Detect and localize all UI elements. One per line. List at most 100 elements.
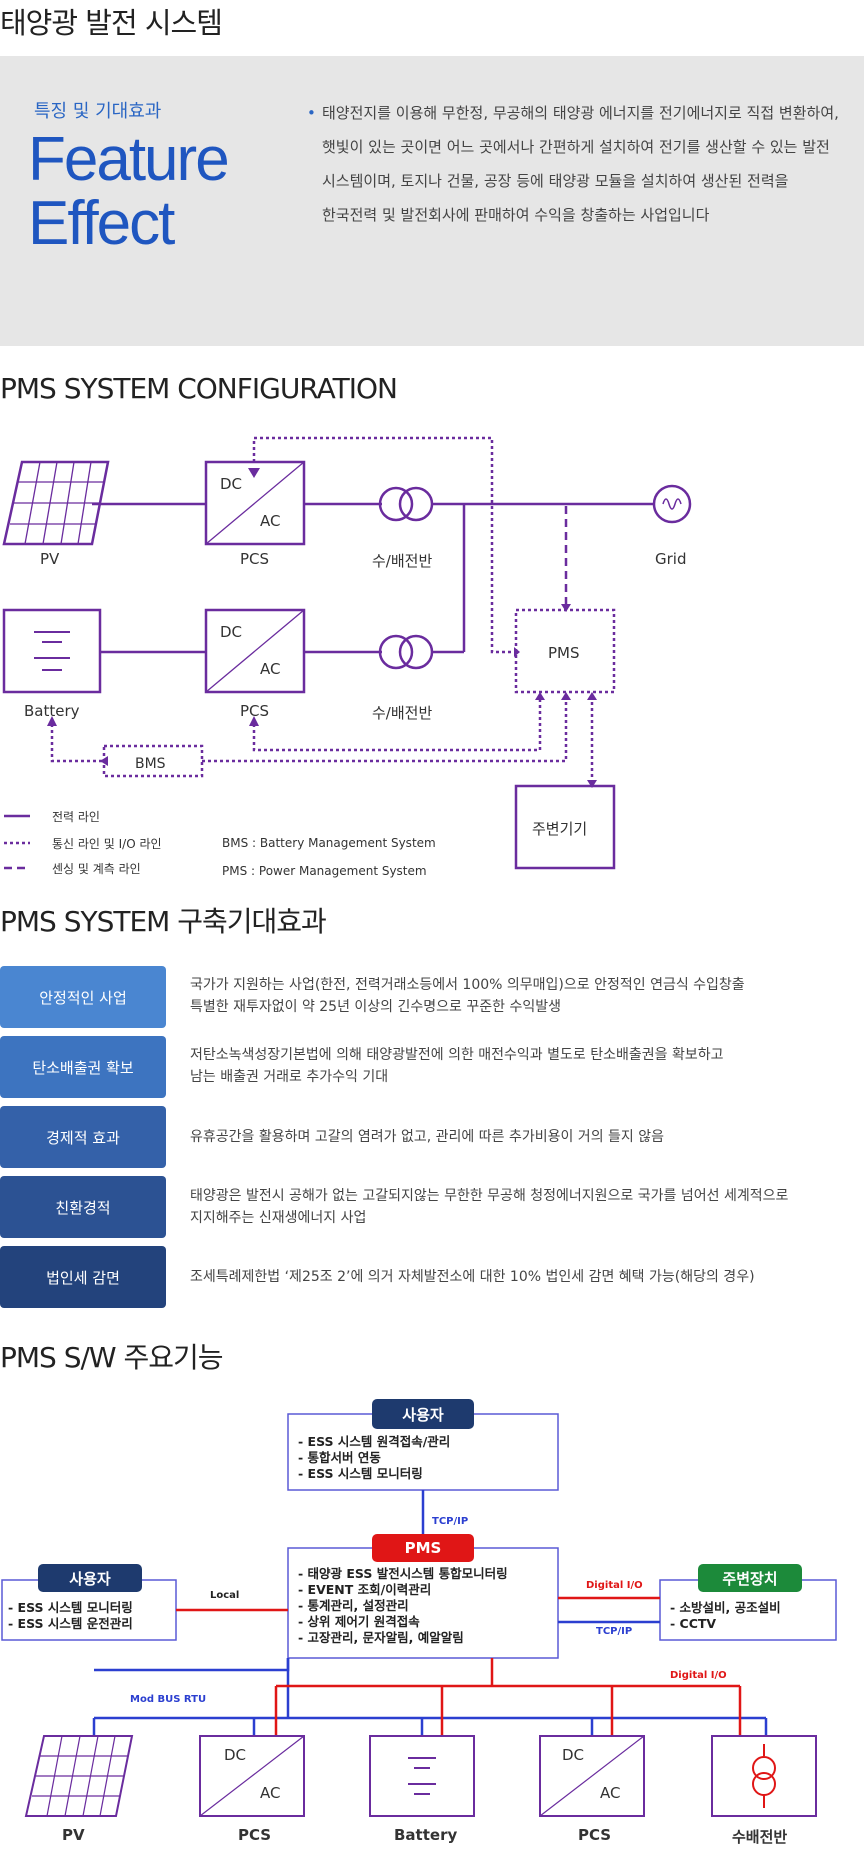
- list-item: - CCTV: [670, 1616, 717, 1631]
- effect-line: 태양광은 발전시 공해가 없는 고갈되지않는 무한한 무공해 청정에너지원으로 …: [190, 1188, 789, 1204]
- list-item: - ESS 시스템 운전관리: [8, 1616, 133, 1631]
- effect-badge-eco: 친환경적: [0, 1176, 166, 1238]
- pv-label: PV: [40, 550, 60, 568]
- effect-text-tax: 조세특례제한법 ‘제25조 2’에 의거 자체발전소에 대한 10% 법인세 감…: [190, 1266, 850, 1288]
- legend-comm: 통신 라인 및 I/O 라인: [52, 837, 162, 851]
- config-title: PMS SYSTEM CONFIGURATION: [0, 372, 398, 405]
- sw-user-top-title: 사용자: [372, 1399, 474, 1429]
- effect-line: 남는 배출권 거래로 추가수익 기대: [190, 1069, 389, 1085]
- battery-label: Battery: [24, 702, 80, 720]
- label-digital-io-bottom: Digital I/O: [670, 1670, 727, 1681]
- sw-pms-list: - 태양광 ESS 발전시스템 통합모니터링 - EVENT 조회/이력관리 -…: [298, 1566, 508, 1646]
- label-tcpip-right: TCP/IP: [596, 1626, 633, 1637]
- feature-bullet: •: [307, 104, 316, 122]
- list-item: - EVENT 조회/이력관리: [298, 1582, 432, 1597]
- sw-pcs1-dc: DC: [224, 1746, 247, 1764]
- legend-bms-def: BMS : Battery Management System: [222, 836, 436, 850]
- sw-switchboard-label: 수배전반: [732, 1828, 788, 1846]
- effect-text-carbon: 저탄소녹색성장기본법에 의해 태양광발전에 의한 매전수익과 별도로 탄소배출권…: [190, 1044, 850, 1088]
- list-item: - ESS 시스템 원격접속/관리: [298, 1434, 451, 1449]
- effect-line: 지지해주는 신재생에너지 사업: [190, 1210, 367, 1226]
- legend-pms-def: PMS : Power Management System: [222, 864, 427, 878]
- sw-pcs2-ac: AC: [600, 1784, 621, 1802]
- list-item: - 소방설비, 공조설비: [670, 1600, 781, 1615]
- peripheral-box: [514, 784, 616, 870]
- effect-badge-tax: 법인세 감면: [0, 1246, 166, 1308]
- sw-user-left-title: 사용자: [38, 1564, 142, 1592]
- sw-pcs2-box: [539, 1735, 645, 1817]
- switchboard2-label: 수/배전반: [372, 704, 433, 722]
- label-local: Local: [210, 1590, 240, 1601]
- comm-line: [50, 724, 104, 763]
- effect-line: 저탄소녹색성장기본법에 의해 태양광발전에 의한 매전수익과 별도로 탄소배출권…: [190, 1047, 724, 1063]
- feature-big-line1: Feature: [28, 125, 230, 194]
- sw-pcs2-label: PCS: [578, 1826, 612, 1844]
- effect-line: 유휴공간을 활용하며 고갈의 염려가 없고, 관리에 따른 추가비용이 거의 들…: [190, 1129, 664, 1145]
- effect-badge-economic: 경제적 효과: [0, 1106, 166, 1168]
- effect-text-eco: 태양광은 발전시 공해가 없는 고갈되지않는 무한한 무공해 청정에너지원으로 …: [190, 1185, 850, 1229]
- effect-text-economic: 유휴공간을 활용하며 고갈의 염려가 없고, 관리에 따른 추가비용이 거의 들…: [190, 1126, 850, 1148]
- list-item: - 고장관리, 문자알림, 예알알림: [298, 1630, 464, 1645]
- bms-label: BMS: [135, 756, 166, 772]
- pcs2-ac-label: AC: [260, 660, 281, 678]
- label-modbus: Mod BUS RTU: [130, 1694, 207, 1705]
- sw-user-left-list: - ESS 시스템 모니터링 - ESS 시스템 운전관리: [8, 1600, 133, 1632]
- pcs1-dc-label: DC: [220, 475, 243, 493]
- feature-text: 태양전지를 이용해 무한정, 무공해의 태양광 에너지를 전기에너지로 직접 변…: [322, 96, 852, 232]
- sw-pv-label: PV: [62, 1826, 85, 1844]
- sw-pcs1-label: PCS: [238, 1826, 272, 1844]
- pms-label: PMS: [548, 644, 580, 662]
- pcs2-dc-label: DC: [220, 623, 243, 641]
- sw-pcs1-ac: AC: [260, 1784, 281, 1802]
- sw-diagram: [1, 1413, 837, 1817]
- battery-box: [2, 608, 102, 694]
- legend-power: 전력 라인: [52, 810, 100, 824]
- label-digital-io-right: Digital I/O: [586, 1580, 643, 1591]
- sw-title: PMS S/W 주요기능: [0, 1341, 224, 1374]
- effect-line: 특별한 재투자없이 약 25년 이상의 긴수명으로 꾸준한 수익발생: [190, 999, 561, 1015]
- grid-icon: [652, 484, 692, 524]
- sw-pcs2-dc: DC: [562, 1746, 585, 1764]
- pcs1-ac-label: AC: [260, 512, 281, 530]
- sw-peripheral-title: 주변장치: [698, 1564, 802, 1592]
- sw-pcs1-box: [199, 1735, 305, 1817]
- feature-line: 햇빛이 있는 곳이면 어느 곳에서나 간편하게 설치하여 전기를 생산할 수 있…: [322, 138, 830, 156]
- peripheral-label: 주변기기: [532, 820, 588, 838]
- effect-text-stable: 국가가 지원하는 사업(한전, 전력거래소등에서 100% 의무매입)으로 안정…: [190, 974, 850, 1018]
- list-item: - 상위 제어기 원격접속: [298, 1614, 420, 1629]
- comm-line: [252, 696, 542, 752]
- sw-pv-icon: [24, 1735, 134, 1817]
- list-item: - ESS 시스템 모니터링: [8, 1600, 133, 1615]
- list-item: - 통합서버 연동: [298, 1450, 381, 1465]
- switchboard1-label: 수/배전반: [372, 552, 433, 570]
- feature-subtitle: 특징 및 기대효과: [34, 101, 162, 122]
- feature-line: 한국전력 및 발전회사에 판매하여 수익을 창출하는 사업입니다: [322, 206, 710, 224]
- list-item: - ESS 시스템 모니터링: [298, 1466, 423, 1481]
- effect-line: 국가가 지원하는 사업(한전, 전력거래소등에서 100% 의무매입)으로 안정…: [190, 977, 745, 993]
- effects-title: PMS SYSTEM 구축기대효과: [0, 905, 327, 938]
- transformer2-icon: [378, 634, 414, 670]
- pcs2-label: PCS: [240, 702, 270, 720]
- sw-user-top-list: - ESS 시스템 원격접속/관리 - 통합서버 연동 - ESS 시스템 모니…: [298, 1434, 450, 1482]
- comm-line: [202, 696, 568, 763]
- list-item: - 태양광 ESS 발전시스템 통합모니터링: [298, 1566, 508, 1581]
- config-diagram: [2, 436, 692, 870]
- list-item: - 통계관리, 설정관리: [298, 1598, 409, 1613]
- effect-badge-carbon: 탄소배출권 확보: [0, 1036, 166, 1098]
- transformer1-icon: [378, 486, 414, 522]
- pcs1-label: PCS: [240, 550, 270, 568]
- sw-switchboard-box: [711, 1735, 817, 1817]
- grid-label: Grid: [655, 550, 687, 568]
- effect-line: 조세특례제한법 ‘제25조 2’에 의거 자체발전소에 대한 10% 법인세 감…: [190, 1269, 755, 1285]
- sw-transformer-icon: [752, 1756, 776, 1780]
- feature-big-title: Feature Effect: [28, 125, 230, 258]
- feature-big-line2: Effect: [28, 189, 175, 258]
- sw-peripheral-list: - 소방설비, 공조설비 - CCTV: [670, 1600, 781, 1632]
- effect-badge-stable: 안정적인 사업: [0, 966, 166, 1028]
- sw-pms-title: PMS: [372, 1534, 474, 1562]
- feature-panel: [0, 56, 864, 346]
- legend-sensing: 센싱 및 계측 라인: [52, 862, 141, 876]
- sw-battery-label: Battery: [394, 1826, 458, 1844]
- feature-line: 시스템이며, 토지나 건물, 공장 등에 태양광 모듈을 설치하여 생산된 전력…: [322, 172, 789, 190]
- pv-panel-icon: [2, 460, 110, 546]
